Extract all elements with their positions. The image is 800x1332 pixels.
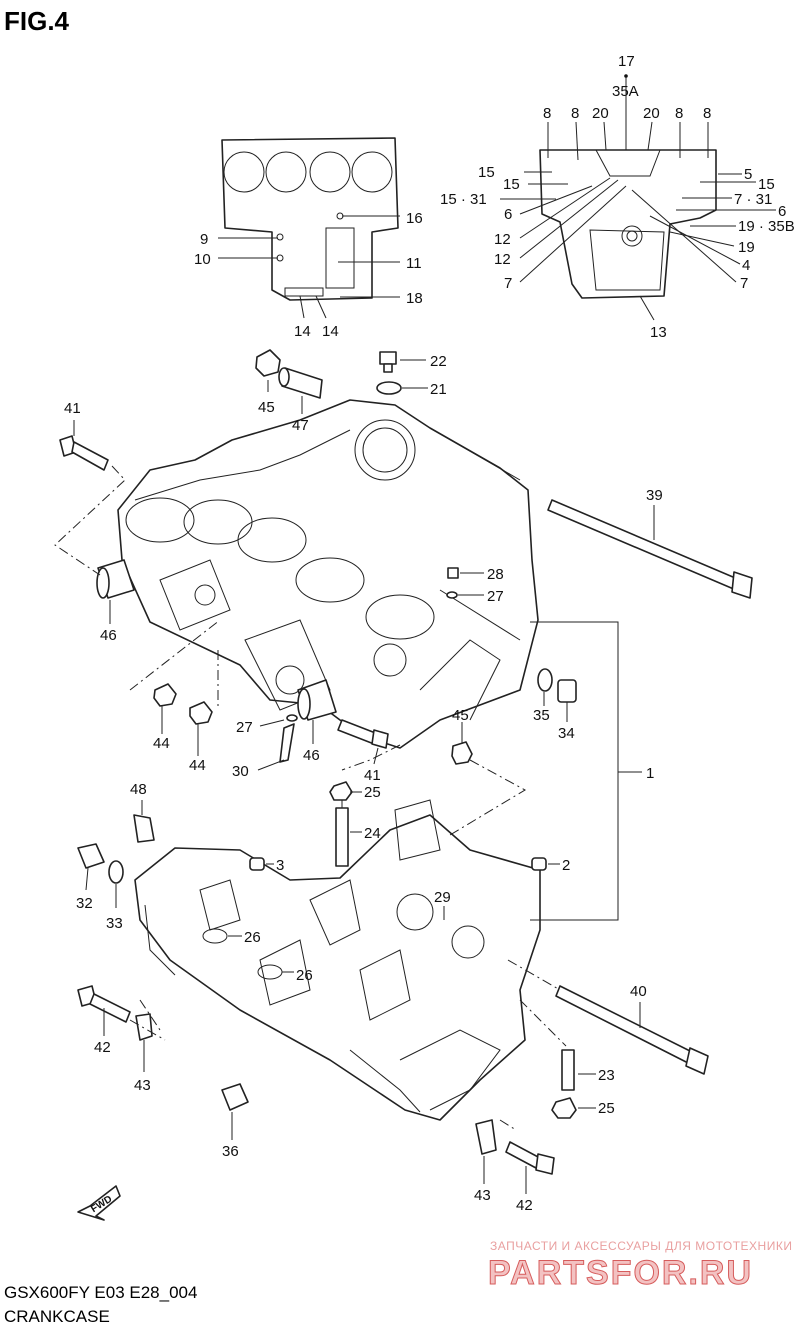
callout-44: 44 bbox=[153, 735, 170, 752]
callout-19: 19 bbox=[738, 239, 755, 256]
callout-20: 20 bbox=[643, 105, 660, 122]
callout-35a: 35A bbox=[612, 83, 639, 100]
upper-crankcase bbox=[117, 399, 539, 749]
callout-4: 4 bbox=[742, 257, 750, 274]
callout-27: 27 bbox=[487, 588, 504, 605]
model-code: GSX600FY E03 E28_004 bbox=[4, 1283, 197, 1302]
callout-labels: 17 35A 8 8 20 20 8 8 15 15 15 · 31 6 12 … bbox=[64, 53, 795, 1214]
callout-33: 33 bbox=[106, 915, 123, 932]
callout-25: 25 bbox=[364, 784, 381, 801]
lower-crankcase bbox=[134, 799, 541, 1121]
callout-16: 16 bbox=[406, 210, 423, 227]
watermark: ЗАПЧАСТИ И АКСЕССУАРЫ ДЛЯ МОТОТЕХНИКИ PA… bbox=[488, 1239, 792, 1293]
leader-lines bbox=[54, 359, 655, 1194]
fwd-arrow-icon: FWD bbox=[77, 1185, 121, 1221]
watermark-tagline: ЗАПЧАСТИ И АКСЕССУАРЫ ДЛЯ МОТОТЕХНИКИ bbox=[490, 1239, 792, 1253]
callout-22: 22 bbox=[430, 353, 447, 370]
callout-8: 8 bbox=[571, 105, 579, 122]
callout-15: 15 bbox=[478, 164, 495, 181]
callout-45: 45 bbox=[452, 707, 469, 724]
callout-7: 7 bbox=[740, 275, 748, 292]
callout-10: 10 bbox=[194, 251, 211, 268]
lower-case-bottom-view bbox=[500, 76, 776, 321]
callout-43: 43 bbox=[134, 1077, 151, 1094]
callout-7: 7 bbox=[504, 275, 512, 292]
callout-30: 30 bbox=[232, 763, 249, 780]
callout-39: 39 bbox=[646, 487, 663, 504]
callout-23: 23 bbox=[598, 1067, 615, 1084]
callout-42: 42 bbox=[516, 1197, 533, 1214]
callout-13: 13 bbox=[650, 324, 667, 341]
callout-8: 8 bbox=[543, 105, 551, 122]
callout-34: 34 bbox=[558, 725, 575, 742]
callout-48: 48 bbox=[130, 781, 147, 798]
callout-7-31: 7 · 31 bbox=[734, 191, 772, 208]
callout-3: 3 bbox=[276, 857, 284, 874]
callout-21: 21 bbox=[430, 381, 447, 398]
callout-26: 26 bbox=[296, 967, 313, 984]
callout-41: 41 bbox=[64, 400, 81, 417]
callout-2: 2 bbox=[562, 857, 570, 874]
callout-1: 1 bbox=[646, 765, 654, 782]
callout-12: 12 bbox=[494, 251, 511, 268]
callout-15: 15 bbox=[758, 176, 775, 193]
callout-36: 36 bbox=[222, 1143, 239, 1160]
callout-46: 46 bbox=[100, 627, 117, 644]
callout-27: 27 bbox=[236, 719, 253, 736]
callout-32: 32 bbox=[76, 895, 93, 912]
figure-title: FIG.4 bbox=[4, 6, 70, 36]
callout-6: 6 bbox=[504, 206, 512, 223]
callout-14: 14 bbox=[294, 323, 311, 340]
callout-35: 35 bbox=[533, 707, 550, 724]
callout-17: 17 bbox=[618, 53, 635, 70]
callout-25: 25 bbox=[598, 1100, 615, 1117]
callout-14: 14 bbox=[322, 323, 339, 340]
callout-15-31: 15 · 31 bbox=[440, 191, 487, 208]
callout-20: 20 bbox=[592, 105, 609, 122]
callout-28: 28 bbox=[487, 566, 504, 583]
callout-45: 45 bbox=[258, 399, 275, 416]
callout-5: 5 bbox=[744, 166, 752, 183]
callout-43: 43 bbox=[474, 1187, 491, 1204]
callout-44: 44 bbox=[189, 757, 206, 774]
callout-6: 6 bbox=[778, 203, 786, 220]
callout-11: 11 bbox=[406, 255, 422, 272]
callout-12: 12 bbox=[494, 231, 511, 248]
callout-15: 15 bbox=[503, 176, 520, 193]
callout-24: 24 bbox=[364, 825, 381, 842]
callout-19-35b: 19 · 35B bbox=[738, 218, 795, 235]
callout-9: 9 bbox=[200, 231, 208, 248]
callout-29: 29 bbox=[434, 889, 451, 906]
small-parts bbox=[59, 349, 753, 1175]
callout-8: 8 bbox=[675, 105, 683, 122]
watermark-logo: PARTSFOR.RU bbox=[488, 1254, 753, 1292]
callout-46: 46 bbox=[303, 747, 320, 764]
callout-42: 42 bbox=[94, 1039, 111, 1056]
callout-40: 40 bbox=[630, 983, 647, 1000]
callout-47: 47 bbox=[292, 417, 309, 434]
callout-41: 41 bbox=[364, 767, 381, 784]
callout-8: 8 bbox=[703, 105, 711, 122]
callout-18: 18 bbox=[406, 290, 423, 307]
callout-26: 26 bbox=[244, 929, 261, 946]
upper-case-top-view bbox=[218, 137, 400, 319]
diagram-subtitle: CRANKCASE bbox=[4, 1307, 110, 1326]
